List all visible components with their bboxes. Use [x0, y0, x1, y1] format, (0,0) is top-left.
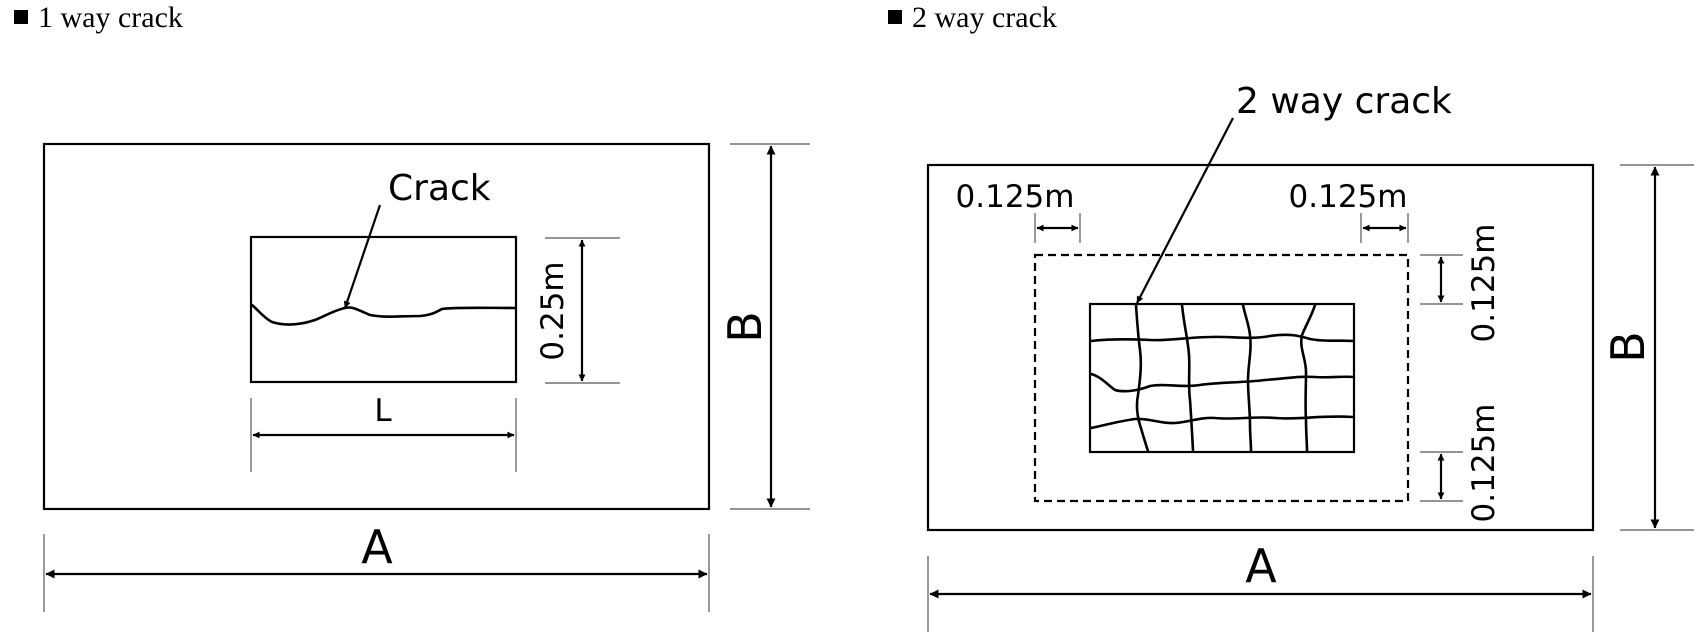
one-way-panel: 1 way crack Crack 0.25m L B A — [14, 1, 810, 612]
bullet-square-icon — [14, 10, 28, 24]
two-way-crack-leader-arrow — [1136, 117, 1234, 304]
crack-label: Crack — [388, 168, 491, 209]
offset-right-label: 0.125m — [1289, 179, 1408, 215]
offset-top-label: 0.125m — [1466, 224, 1502, 343]
crack-line — [1089, 372, 1355, 393]
two-way-crack-grid — [1089, 303, 1355, 453]
two-way-title: 2 way crack — [912, 1, 1057, 34]
dim-a-label: A — [1245, 539, 1277, 593]
crack-line — [1134, 303, 1150, 453]
offset-bottom-label: 0.125m — [1466, 404, 1502, 523]
one-way-crack-line — [250, 303, 517, 326]
dim-a-label: A — [361, 520, 393, 574]
crack-line — [1241, 303, 1253, 453]
two-way-panel: 2 way crack 2 way crack 0.125m 0.125m — [888, 1, 1694, 632]
dim-length-label: L — [374, 393, 392, 429]
one-way-crack-zone — [249, 235, 518, 384]
crack-line — [1180, 303, 1195, 453]
crack-line — [1089, 333, 1355, 343]
dim-b-label: B — [1601, 331, 1655, 363]
dim-b-label: B — [718, 311, 772, 343]
two-way-outer-plate — [926, 163, 1595, 532]
offset-left-label: 0.125m — [956, 179, 1075, 215]
crack-line — [1089, 415, 1355, 430]
crack-line — [1300, 303, 1317, 453]
dim-height-label: 0.25m — [535, 261, 571, 360]
crack-leader-arrow — [343, 204, 382, 309]
two-way-crack-zone — [1088, 302, 1356, 454]
one-way-title: 1 way crack — [38, 1, 183, 34]
bullet-square-icon — [888, 10, 902, 24]
two-way-offset-boundary — [1033, 253, 1410, 503]
two-way-crack-label: 2 way crack — [1236, 81, 1452, 122]
one-way-outer-plate — [42, 142, 711, 511]
